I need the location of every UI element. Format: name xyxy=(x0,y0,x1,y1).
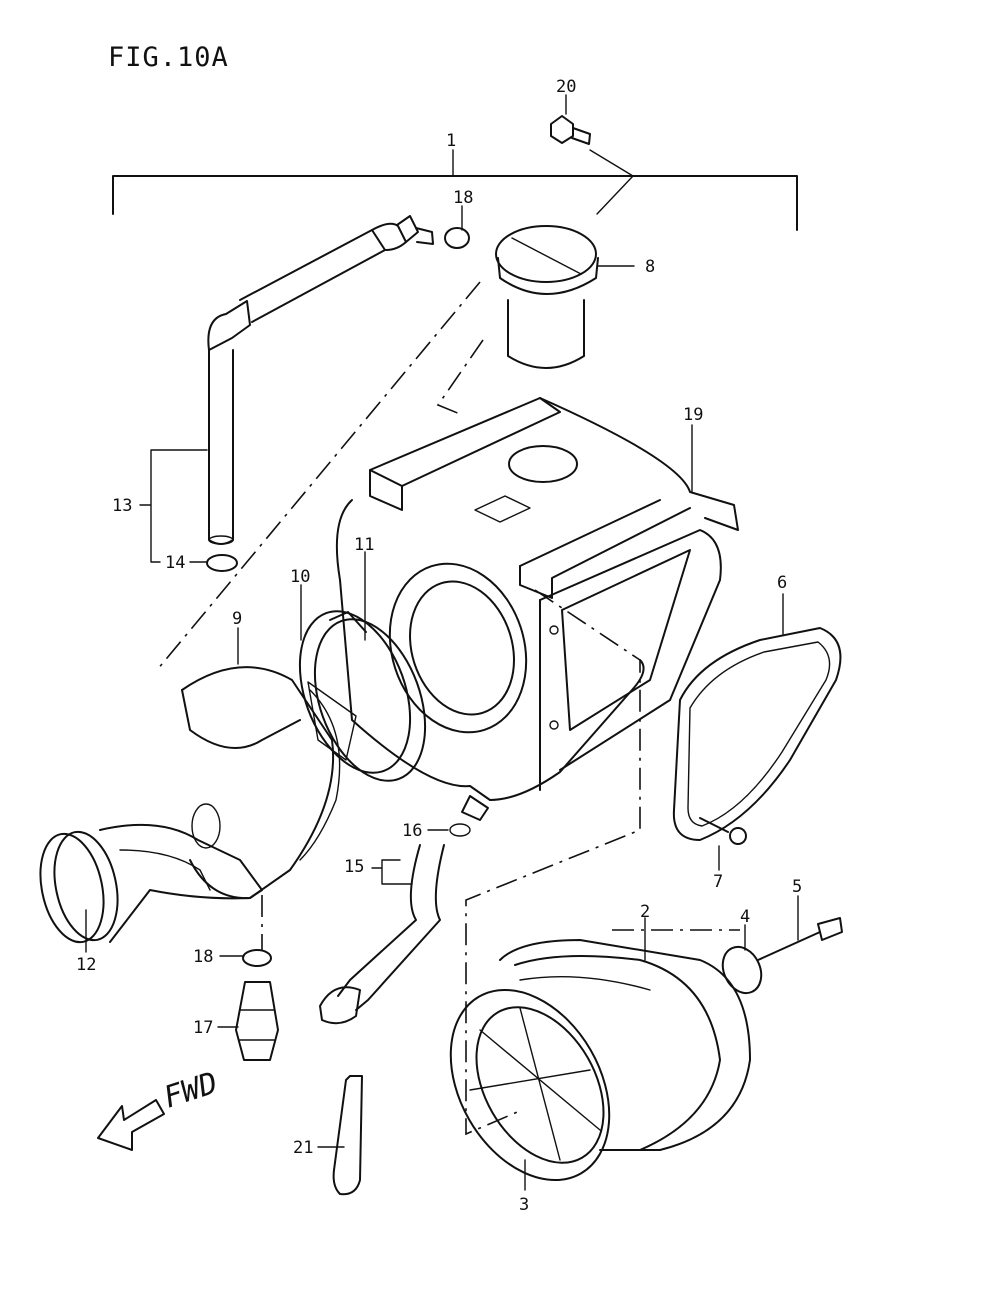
callout-18-lower: 18 xyxy=(193,947,213,967)
breather-hose-part-13 xyxy=(207,215,434,545)
intake-joint-part-9 xyxy=(181,666,357,900)
wing-bolt-part-5 xyxy=(757,917,843,961)
assembly-bracket xyxy=(112,149,798,231)
callout-12: 12 xyxy=(76,955,96,975)
clip-part-14 xyxy=(206,554,238,572)
callout-3: 3 xyxy=(519,1195,529,1215)
cap-part-8 xyxy=(495,225,635,369)
duct-part-12 xyxy=(39,803,263,944)
callout-16: 16 xyxy=(402,821,422,841)
clip-part-18-upper xyxy=(444,227,470,249)
filter-element-part-2 xyxy=(499,939,751,1151)
callout-9: 9 xyxy=(232,609,242,629)
callout-15: 15 xyxy=(344,857,364,877)
alignment-line-cap xyxy=(436,339,484,415)
callout-6: 6 xyxy=(777,573,787,593)
callout-2: 2 xyxy=(640,902,650,922)
callout-20: 20 xyxy=(556,77,576,97)
callout-1: 1 xyxy=(446,131,456,151)
callout-10: 10 xyxy=(290,567,310,587)
bolt-part-20 xyxy=(550,115,634,215)
screw-part-7 xyxy=(699,817,747,845)
forward-arrow-icon xyxy=(97,1099,165,1151)
callout-11: 11 xyxy=(354,535,374,555)
callout-4: 4 xyxy=(740,907,750,927)
callout-18-upper: 18 xyxy=(453,188,473,208)
clamp-part-10 xyxy=(298,610,427,782)
callout-17: 17 xyxy=(193,1018,213,1038)
callout-13: 13 xyxy=(112,496,132,516)
figure-title: FIG.10A xyxy=(108,42,229,73)
callout-14: 14 xyxy=(165,553,185,573)
callout-labels: 1 2 3 4 5 6 7 8 9 10 11 12 13 14 15 16 1… xyxy=(76,77,802,1215)
washer-part-4 xyxy=(721,945,763,995)
callout-7: 7 xyxy=(713,872,723,892)
forward-direction-label: FWD xyxy=(160,1066,222,1116)
leader-lines xyxy=(85,94,799,1191)
callout-5: 5 xyxy=(792,877,802,897)
callout-8: 8 xyxy=(645,257,655,277)
callout-19: 19 xyxy=(683,405,703,425)
alignment-line-element xyxy=(465,589,641,1136)
alignment-line-hose xyxy=(156,281,481,671)
drain-plug-part-17 xyxy=(235,949,279,1061)
air-cleaner-case-part-19 xyxy=(335,397,739,821)
cover-part-6 xyxy=(672,627,842,841)
element-holder-part-3 xyxy=(449,988,611,1182)
drain-hose-part-15 xyxy=(319,823,471,1025)
callout-21: 21 xyxy=(293,1138,313,1158)
strap-part-21 xyxy=(332,1075,363,1196)
